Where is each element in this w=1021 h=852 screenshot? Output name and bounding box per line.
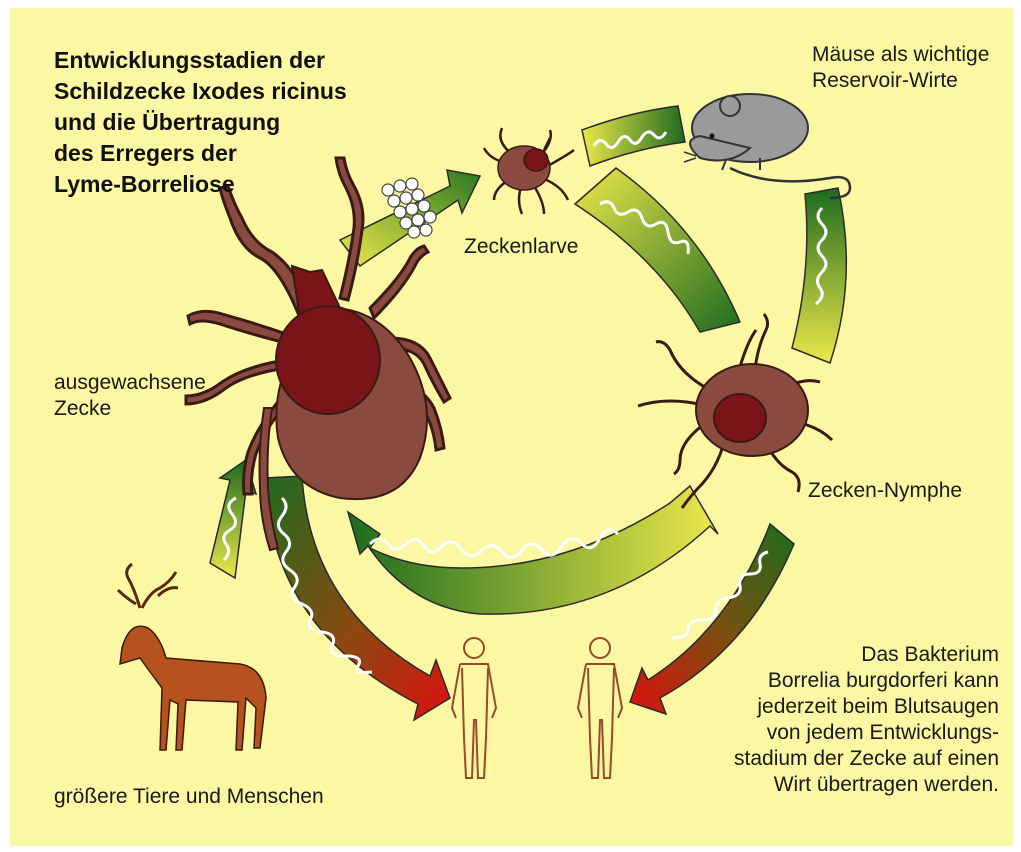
title-line: des Erregers der — [54, 138, 347, 169]
arrow-nymph-to-adult — [348, 486, 718, 614]
arrow-larva-to-mouse — [582, 106, 685, 166]
label-hosts: größere Tiere und Menschen — [54, 784, 324, 810]
arrow-larva-to-nymph — [575, 168, 740, 332]
diagram-panel: Entwicklungsstadien der Schildzecke Ixod… — [10, 8, 1013, 846]
label-adult-line1: ausgewachsene — [54, 370, 206, 396]
note-line: jederzeit beim Blutsaugen — [757, 694, 999, 720]
note-line: Wirt übertragen werden. — [774, 772, 999, 798]
note-line: Borrelia burgdorferi kann — [768, 668, 999, 694]
mouse-illustration — [684, 94, 850, 198]
label-adult-line2: Zecke — [54, 396, 111, 422]
note-line: stadium der Zecke auf einen — [734, 746, 999, 772]
note-line: von jedem Entwicklungs- — [767, 720, 999, 746]
diagram-title: Entwicklungsstadien der Schildzecke Ixod… — [54, 45, 347, 200]
note-line: Das Bakterium — [861, 642, 999, 668]
human-figure-left — [452, 638, 496, 778]
adult-tick-scutum — [276, 306, 380, 414]
larva-tick-scutum — [524, 149, 548, 171]
title-line: Lyme-Borreliose — [54, 169, 347, 200]
nymph-tick-scutum — [714, 394, 766, 442]
title-line: Entwicklungsstadien der — [54, 45, 347, 76]
arrow-mouse-to-nymph — [792, 188, 846, 363]
title-line: und die Übertragung — [54, 107, 347, 138]
arrow-adult-to-human — [265, 476, 450, 720]
title-line: Schildzecke Ixodes ricinus — [54, 76, 347, 107]
label-larva: Zeckenlarve — [464, 234, 578, 260]
label-mice-line1: Mäuse als wichtige — [812, 42, 989, 68]
deer-illustration — [118, 564, 266, 750]
human-figure-right — [578, 638, 622, 778]
label-mice-line2: Reservoir-Wirte — [812, 68, 958, 94]
label-nymph: Zecken-Nymphe — [808, 478, 962, 504]
